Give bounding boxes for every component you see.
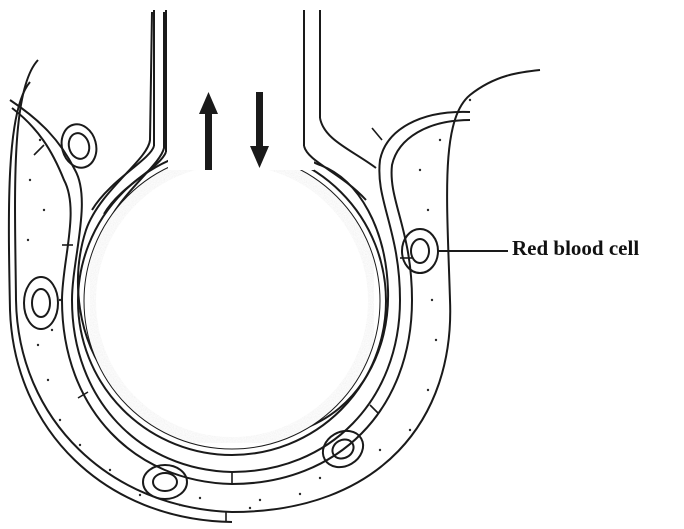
alveolus [78, 10, 388, 455]
red-blood-cell [24, 277, 58, 329]
duct-interior [168, 10, 314, 170]
red-blood-cell [57, 120, 101, 171]
duct-right-flare-2 [320, 118, 376, 168]
red-blood-cell-label: Red blood cell [512, 236, 639, 261]
